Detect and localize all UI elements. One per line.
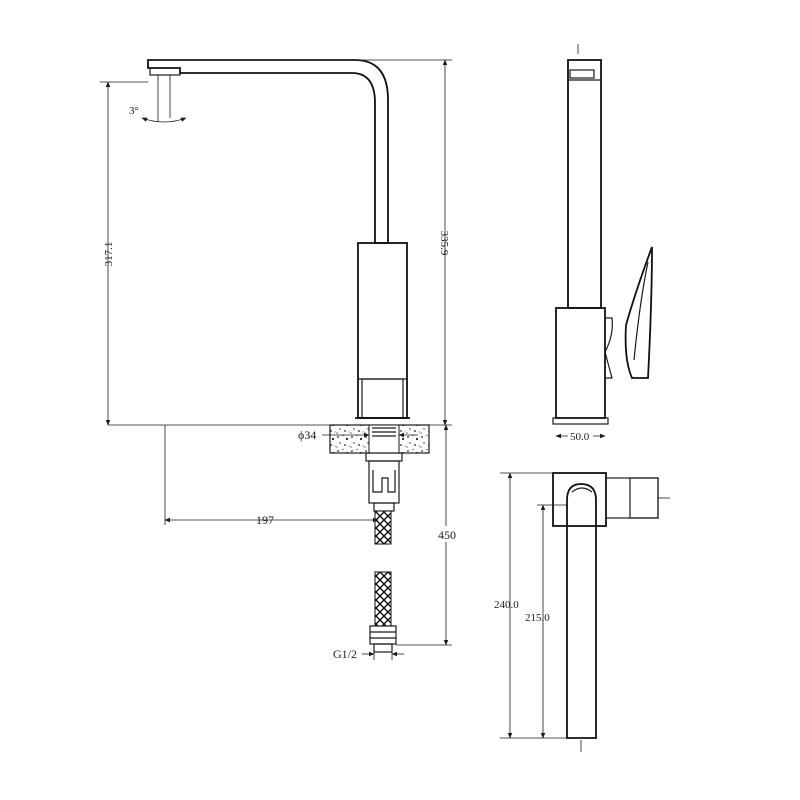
spout-outline [147,59,389,244]
countertop [329,424,430,454]
dim-reach: 197 [256,513,274,527]
faucet-body [357,242,408,419]
dim-hose-length: 450 [438,528,456,542]
dim-top-spout: 215.0 [525,612,550,624]
side-spout [567,59,602,309]
front-view [108,59,452,653]
dim-hole-diameter: ϕ34 [298,428,316,442]
side-lever [624,246,653,379]
dim-height-to-spout: 317.1 [103,242,115,267]
top-handle [605,477,659,519]
dim-spout-angle: 3° [129,105,139,117]
side-body [555,307,606,419]
side-view: 50.0 [552,44,653,443]
dim-total-height: 335.9 [438,231,450,256]
hose-lower [374,571,392,627]
hose-upper [374,510,392,545]
top-view: 240.0 215.0 [494,472,670,752]
front-dimensions: 317.1 335.9 3° ϕ34 197 450 G1/2 [100,59,458,661]
connector-nut [369,625,397,645]
dim-base-width: 50.0 [570,431,590,443]
aerator [149,67,181,76]
top-spout [566,483,597,739]
dim-connector-thread: G1/2 [333,647,357,661]
mounting-shank [365,452,403,462]
top-base [552,472,607,527]
dim-top-overall: 240.0 [494,599,519,611]
